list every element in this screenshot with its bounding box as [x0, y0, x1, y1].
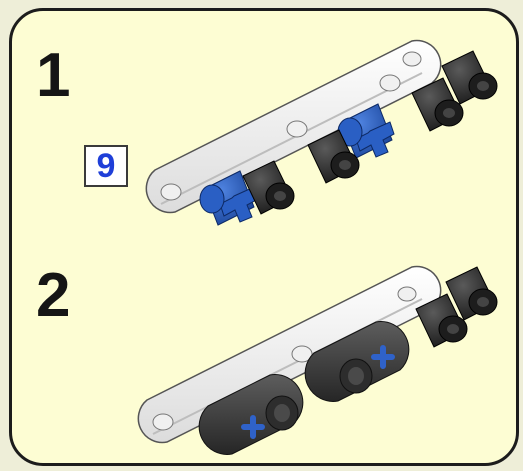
step-1-assembly — [145, 39, 498, 226]
white-liftarm-beam-icon — [145, 39, 442, 214]
blue-axle-pin-icon — [199, 170, 259, 226]
black-friction-pin-icon — [242, 160, 295, 215]
black-friction-pin-icon — [441, 50, 498, 105]
dark-gray-pin-connector-icon — [198, 374, 304, 455]
build-illustration — [137, 39, 498, 455]
blue-axle-pin-icon — [337, 103, 395, 159]
instruction-panel: 1 9 2 — [9, 8, 519, 466]
step-1-number: 1 — [36, 41, 71, 110]
dark-gray-pin-connector-icon — [304, 321, 410, 402]
black-friction-pin-icon — [415, 293, 468, 348]
step-2-assembly — [137, 265, 498, 455]
black-friction-pin-icon — [307, 129, 360, 184]
step-2-number: 2 — [36, 261, 71, 330]
quantity-badge: 9 — [84, 145, 128, 187]
black-friction-pin-icon — [445, 266, 498, 321]
black-friction-pin-icon — [411, 77, 464, 132]
